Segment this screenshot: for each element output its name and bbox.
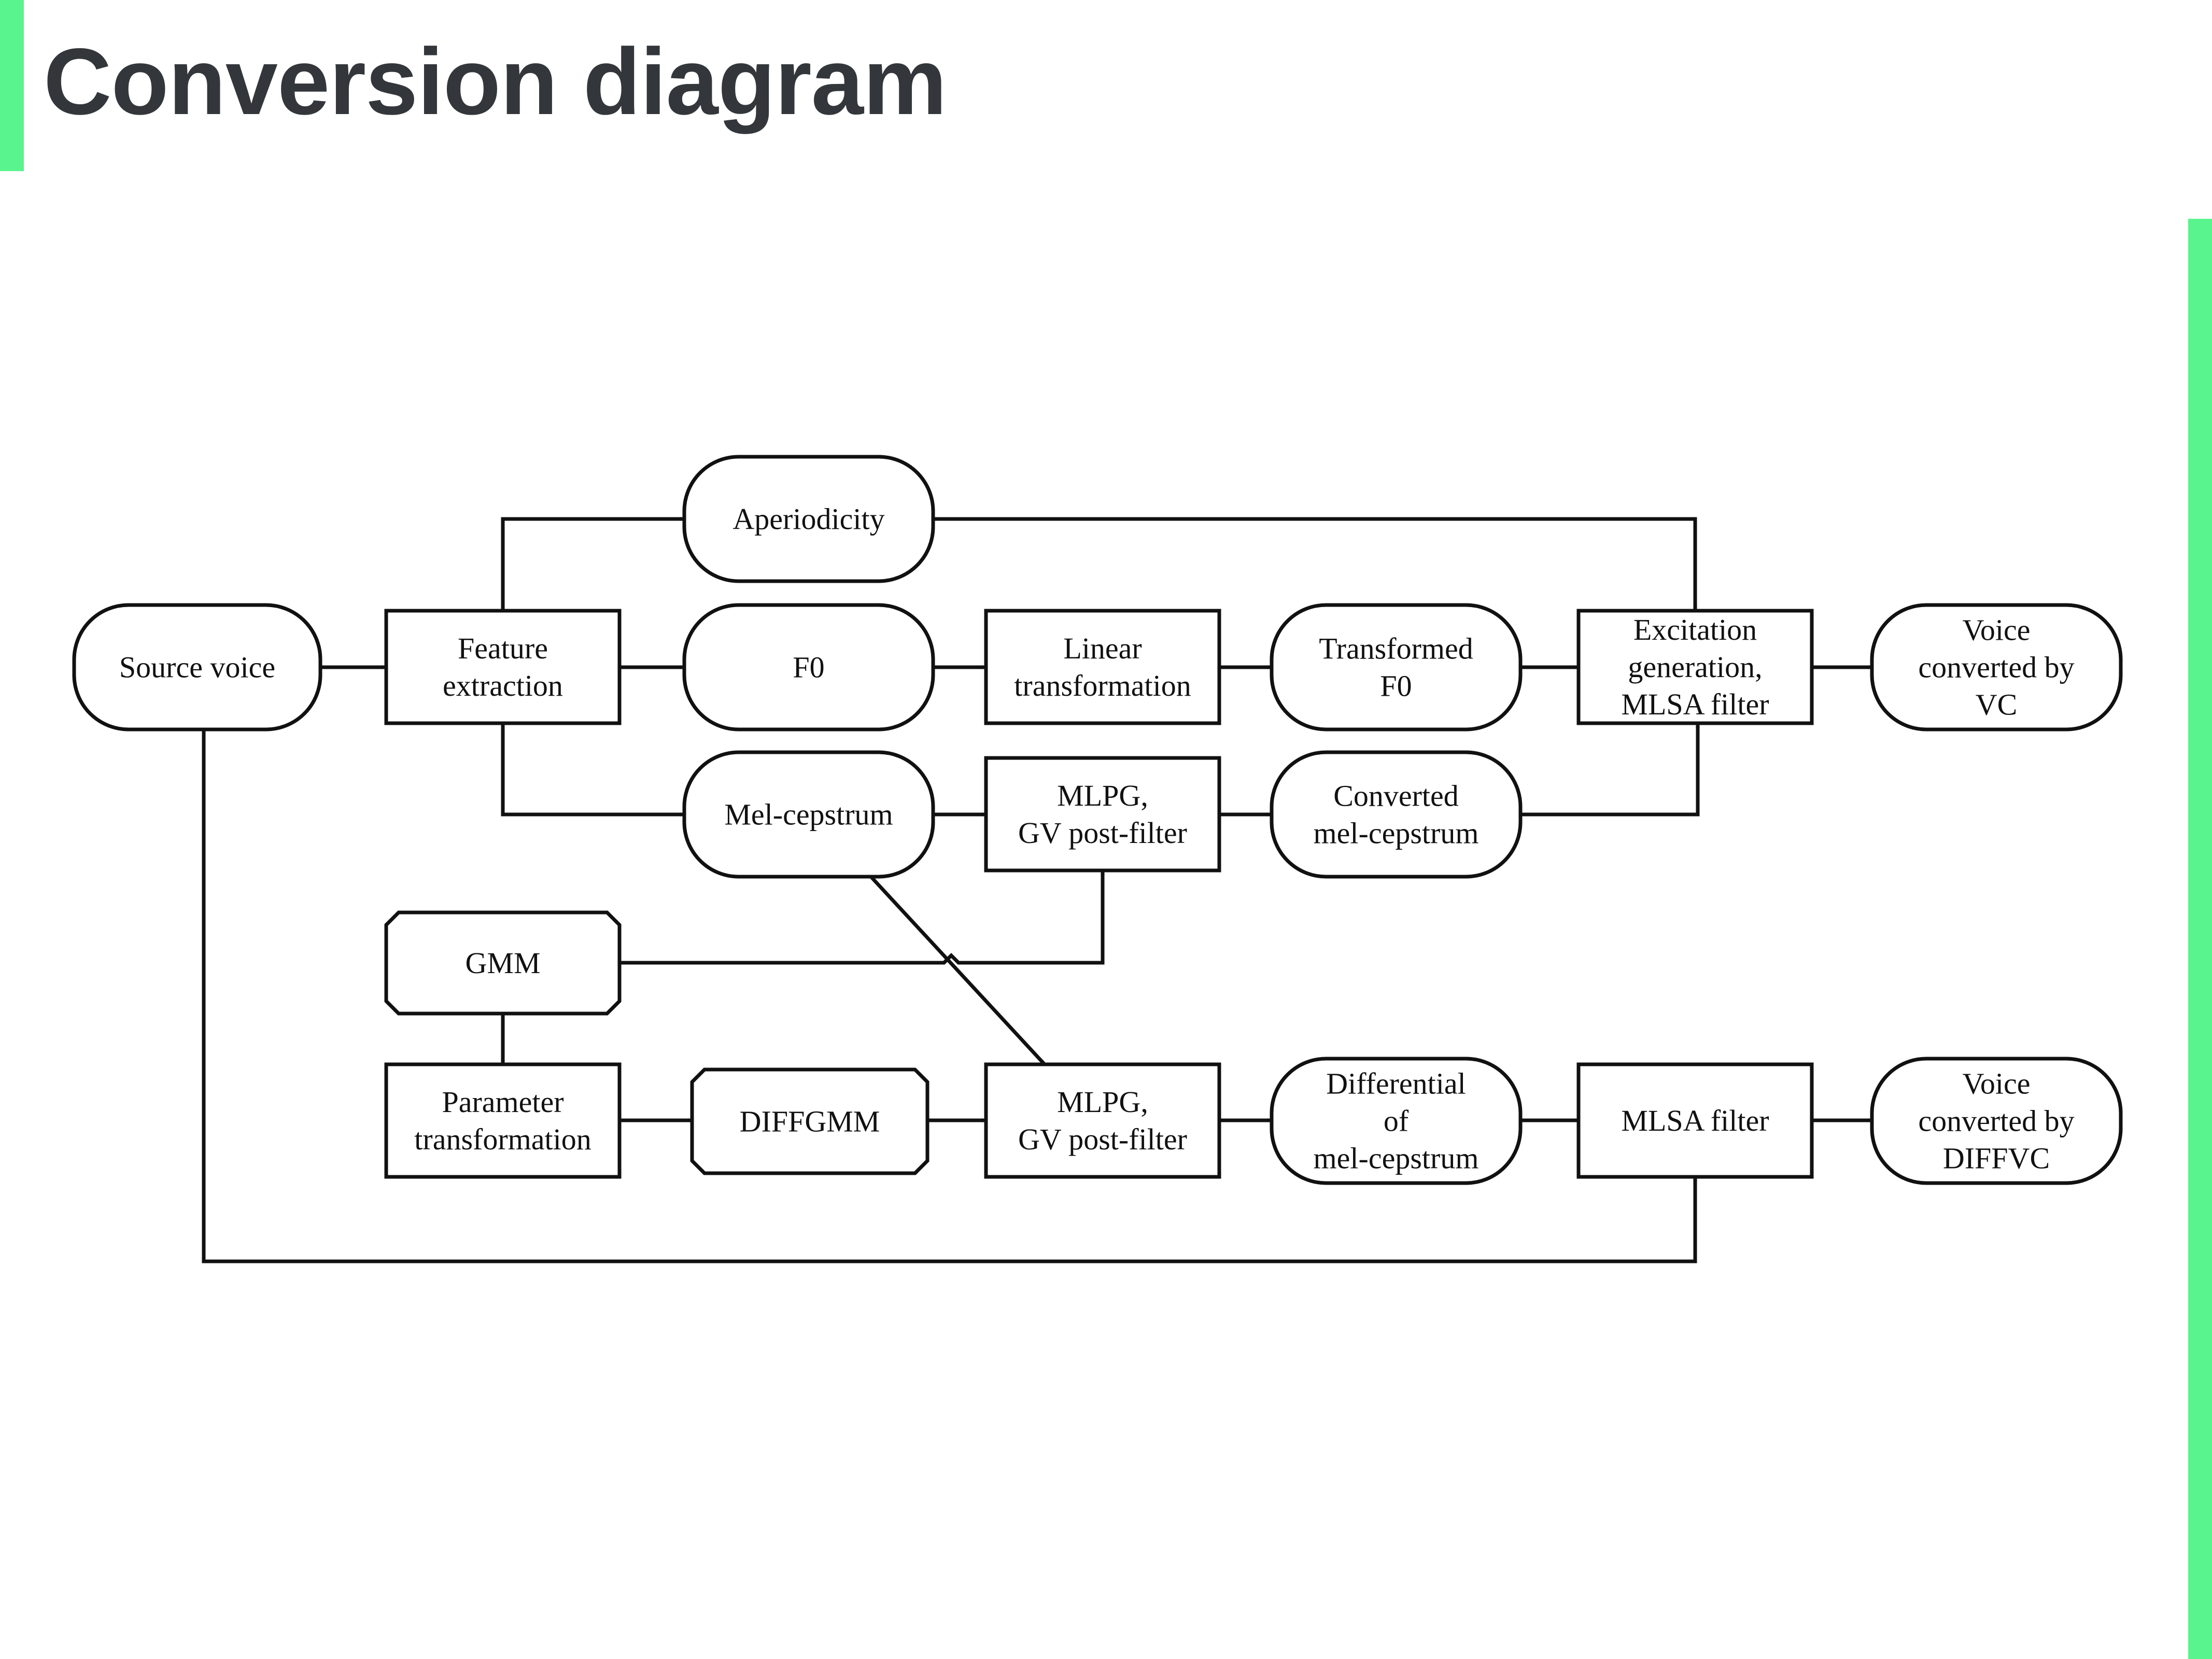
node-label-line: Differential [1326, 1067, 1466, 1101]
node-shape [1870, 1057, 2123, 1185]
arrow-converted-mel-cepstrum-to-excitation-mlsa [1520, 723, 1700, 817]
node-shape [1270, 1057, 1523, 1185]
node-label-line: Voice [1962, 1067, 2030, 1101]
node-label-line: transformation [414, 1122, 591, 1156]
node-linear-transformation: Linear transformation [984, 609, 1221, 725]
node-label-line: Source voice [119, 651, 275, 684]
node-shape [384, 609, 622, 725]
node-label-line: F0 [1380, 669, 1412, 703]
node-label-line: mel-cepstrum [1314, 1142, 1479, 1175]
node-shape [384, 1062, 622, 1179]
arrow-feature-extraction-to-mel-cepstrum [501, 723, 684, 817]
node-label-line: Mel-cepstrum [724, 798, 893, 832]
node-shape [682, 603, 935, 732]
node-shape [1576, 1062, 1814, 1179]
node-label-line: DIFFGMM [740, 1105, 880, 1138]
node-label-line: converted by [1918, 651, 2074, 684]
node-shape [1576, 609, 1814, 725]
node-shape [984, 1062, 1221, 1179]
node-mel-cepstrum: Mel-cepstrum [682, 750, 935, 879]
node-label-line: of [1384, 1104, 1409, 1138]
node-label-line: GV post-filter [1018, 1122, 1187, 1156]
node-excitation-mlsa: Excitation generation,MLSA filter [1576, 609, 1814, 725]
node-f0: F0 [682, 603, 935, 732]
left-accent-bar [0, 0, 24, 171]
node-layer: Source voice Feature extraction Aperiodicit… [72, 455, 2123, 1185]
node-shape [682, 750, 935, 879]
node-aperiodicity: Aperiodicity [682, 455, 935, 583]
node-label-line: Converted [1333, 779, 1459, 813]
arrow-gmm-to-mlpg-gv-upper [619, 870, 1105, 965]
page-title: Conversion diagram [44, 29, 947, 134]
arrow-source-voice-to-mlsa-filter [202, 729, 1697, 1263]
node-shape [984, 609, 1221, 725]
node-label-line: Voice [1962, 613, 2030, 647]
node-feature-extraction: Feature extraction [384, 609, 622, 725]
node-label-line: MLSA filter [1621, 687, 1769, 721]
node-label-line: Parameter [442, 1085, 563, 1119]
node-converted-mel-cepstrum: Converted mel-cepstrum [1270, 750, 1523, 879]
node-label-line: GMM [465, 946, 540, 980]
arrow-mel-cepstrum-to-mlpg-gv-lower [869, 875, 1046, 1066]
node-shape [682, 455, 935, 583]
node-shape [1270, 750, 1523, 879]
node-mlpg-gv-upper: MLPG, GV post-filter [984, 756, 1221, 873]
node-label-line: extraction [443, 669, 563, 702]
node-label-line: generation, [1628, 650, 1762, 684]
node-shape [984, 756, 1221, 873]
node-label-line: Linear [1063, 631, 1142, 665]
node-label-line: mel-cepstrum [1314, 817, 1479, 850]
node-shape [1270, 603, 1523, 732]
node-label-line: VC [1976, 688, 2018, 722]
node-label-line: converted by [1918, 1104, 2074, 1138]
node-label-line: MLPG, [1057, 779, 1148, 812]
node-shape [384, 910, 622, 1016]
node-shape [1870, 603, 2123, 732]
node-label-line: transformation [1014, 669, 1191, 702]
node-label-line: Excitation [1633, 613, 1757, 646]
node-label-line: F0 [793, 651, 824, 684]
node-mlpg-gv-lower: MLPG,GV post-filter [984, 1062, 1221, 1179]
arrow-aperiodicity-to-excitation-mlsa [933, 517, 1697, 611]
node-shape [690, 1067, 929, 1175]
node-mlsa-filter: MLSA filter [1576, 1062, 1814, 1179]
node-source-voice: Source voice [72, 603, 322, 732]
node-label-line: MLSA filter [1621, 1104, 1769, 1137]
node-shape [72, 603, 322, 732]
edge-layer [202, 517, 1872, 1263]
node-label-line: DIFFVC [1943, 1142, 2050, 1175]
right-accent-bar [2188, 219, 2212, 1659]
node-gmm: GMM [384, 910, 622, 1016]
arrow-feature-extraction-to-aperiodicity [501, 517, 684, 611]
node-label-line: GV post-filter [1018, 816, 1187, 850]
node-diffgmm: DIFFGMM [690, 1067, 929, 1175]
node-label-line: Transformed [1319, 632, 1473, 666]
node-label-line: MLPG, [1057, 1085, 1148, 1119]
node-label-line: Feature [458, 631, 548, 665]
node-voice-vc: Voice converted by VC [1870, 603, 2123, 732]
node-label-line: Aperiodicity [732, 502, 884, 536]
